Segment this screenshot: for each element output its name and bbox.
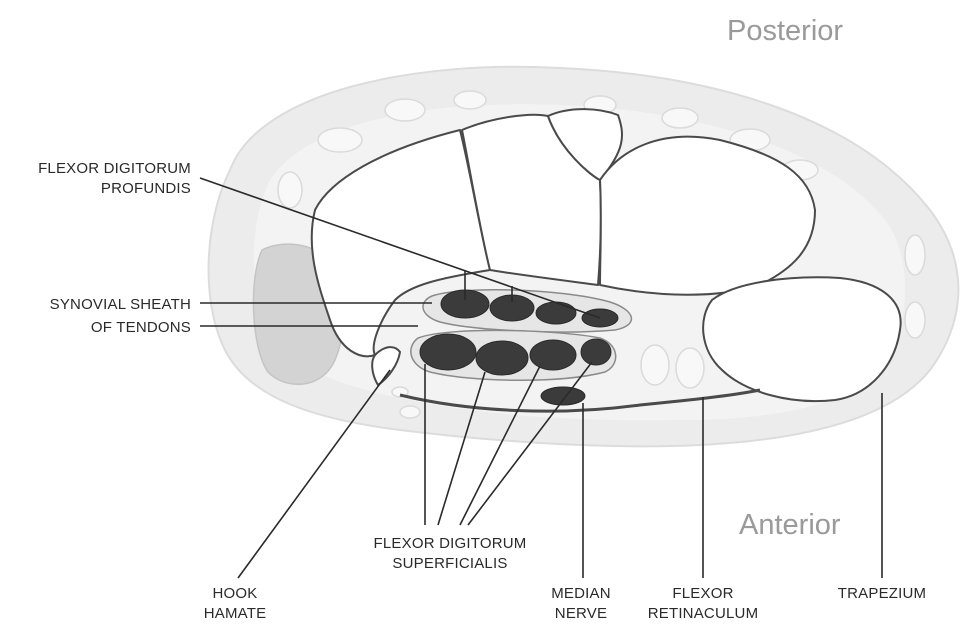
flexor-digitorum-profundis-label: FLEXOR DIGITORUM PROFUNDIS xyxy=(5,159,191,199)
flexor-retinaculum-label: FLEXOR RETINACULUM xyxy=(643,584,763,624)
anterior-label: Anterior xyxy=(739,509,841,542)
median-nerve-shape xyxy=(541,387,585,405)
flexor-digitorum-superficialis-label: FLEXOR DIGITORUM SUPERFICIALIS xyxy=(345,534,555,574)
trapezium-label: TRAPEZIUM xyxy=(820,584,944,604)
hook-hamate-label: HOOK HAMATE xyxy=(195,584,275,624)
posterior-label: Posterior xyxy=(727,15,843,48)
median-nerve-label: MEDIAN NERVE xyxy=(536,584,626,624)
synovial-sheath-label: SYNOVIAL SHEATH OF TENDONS xyxy=(5,293,191,339)
